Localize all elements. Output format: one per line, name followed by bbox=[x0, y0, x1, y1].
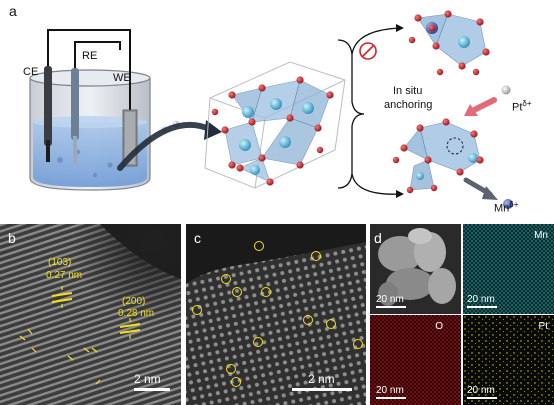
pt-in-tetrahedral-site bbox=[408, 10, 490, 76]
pt-map-label: Pt bbox=[538, 321, 548, 332]
mn-symbol: Mn bbox=[494, 202, 510, 215]
mn-map-dots bbox=[463, 224, 554, 314]
eds-pt-tile: Pt 20 nm bbox=[463, 315, 554, 405]
pt-charge: δ+ bbox=[522, 99, 532, 108]
in-situ-line1: In situ bbox=[393, 85, 423, 97]
panel-a-illustration bbox=[29, 10, 513, 209]
panel-c-scale-label: 2 nm bbox=[308, 372, 335, 386]
mn-scale-bar bbox=[467, 306, 497, 308]
ce-label: CE bbox=[23, 66, 39, 78]
we-label: WE bbox=[113, 72, 131, 84]
panel-c-lattice bbox=[186, 224, 366, 405]
o-map-dots bbox=[370, 315, 461, 405]
o-scale-label: 20 nm bbox=[376, 385, 404, 396]
mn-ion-label: Mnδ+ bbox=[494, 200, 518, 215]
prohibition-icon bbox=[359, 42, 377, 60]
spacing-200-label: 0.28 nm bbox=[118, 308, 155, 319]
panel-b-letter: b bbox=[8, 230, 16, 246]
o-map-label: O bbox=[435, 321, 443, 332]
pt-scale-bar bbox=[467, 397, 497, 399]
mn-map-label: Mn bbox=[534, 230, 548, 241]
vacancy-anchoring-structure bbox=[392, 118, 484, 194]
haadf-particles bbox=[378, 228, 456, 306]
plane-200-label: (200) bbox=[122, 296, 146, 307]
plane-103-label: (103) bbox=[48, 257, 72, 268]
pt-ion-label: Ptδ+ bbox=[512, 99, 532, 114]
eds-mn-tile: Mn 20 nm bbox=[463, 224, 554, 314]
eds-o-tile: O 20 nm bbox=[370, 315, 461, 405]
panel-c-letter: c bbox=[194, 230, 201, 246]
panel-a: a bbox=[9, 3, 532, 215]
haadf-scale-bar bbox=[376, 306, 406, 308]
mn-charge: δ+ bbox=[509, 200, 519, 209]
panel-b-lattice bbox=[0, 224, 181, 405]
re-label: RE bbox=[82, 50, 98, 62]
o-scale-bar bbox=[376, 397, 406, 399]
panel-b-haadf-image: b (103) 0.27 nm (200) 0.28 nm 2 nm bbox=[0, 224, 181, 405]
panel-a-letter: a bbox=[9, 3, 17, 19]
eds-haadf-tile: d 20 nm bbox=[370, 224, 461, 314]
haadf-scale-label: 20 nm bbox=[376, 294, 404, 305]
panel-b-scale-bar bbox=[134, 388, 170, 391]
panel-d-letter: d bbox=[374, 230, 382, 246]
mn-scale-label: 20 nm bbox=[467, 294, 495, 305]
panel-c-scale-bar bbox=[292, 388, 352, 391]
pt-symbol: Pt bbox=[512, 101, 523, 114]
panel-c-haadf-image: c 2 nm bbox=[186, 224, 366, 405]
in-situ-line2: anchoring bbox=[384, 99, 433, 111]
panel-b-scale-label: 2 nm bbox=[134, 372, 161, 386]
spinel-crystal-structure bbox=[204, 61, 346, 189]
electrochemical-cell bbox=[29, 29, 151, 191]
pt-map-dots bbox=[463, 315, 554, 405]
pt-scale-label: 20 nm bbox=[467, 385, 495, 396]
spacing-103-label: 0.27 nm bbox=[46, 270, 83, 281]
panel-d-eds-maps: d 20 nm Mn 20 nm bbox=[370, 224, 554, 405]
